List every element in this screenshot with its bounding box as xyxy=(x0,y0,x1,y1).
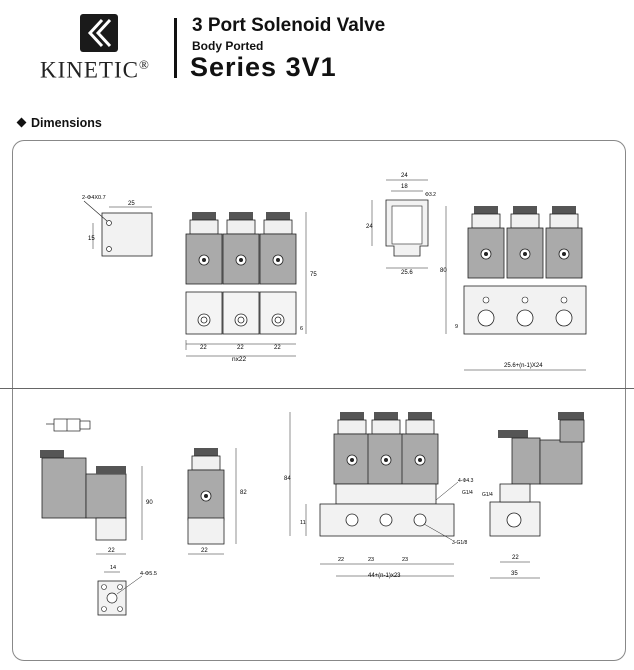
single-side-height: 90 xyxy=(146,500,153,506)
chevron-logo-icon xyxy=(87,18,112,48)
manifold-side-drawing xyxy=(445,205,587,371)
manifold-pitch-2: 22 xyxy=(237,345,244,351)
single-front-width: 22 xyxy=(201,548,208,554)
end-view-hole: Φ3.2 xyxy=(425,192,436,198)
page-title: 3 Port Solenoid Valve xyxy=(192,15,386,36)
manifold-pitch-3: 22 xyxy=(274,345,281,351)
end-view-drawing xyxy=(371,179,429,269)
end-view-height: 24 xyxy=(366,224,373,230)
manifold-side-height: 80 xyxy=(440,268,447,274)
manifold-side-offset: 9 xyxy=(455,324,458,330)
manifold-bottom-port-1: G1/4 xyxy=(462,490,473,496)
bracket-height-label: 15 xyxy=(88,236,95,242)
header-divider xyxy=(174,18,177,78)
end-view-base-width: 25.6 xyxy=(401,270,413,276)
end-view-inner-width: 18 xyxy=(401,184,408,190)
manifold-bottom-hole-top: 4-Φ4.3 xyxy=(458,478,474,484)
dimensions-panel-bottom xyxy=(12,388,626,661)
side-view-width-2: 35 xyxy=(511,571,518,577)
section-heading: Dimensions xyxy=(16,116,102,130)
single-front-height: 82 xyxy=(240,490,247,496)
manifold-bottom-drawing xyxy=(289,411,459,577)
manifold-front-drawing xyxy=(185,211,307,357)
brand-logo-icon xyxy=(80,14,118,52)
dimensions-panel-top xyxy=(12,140,626,388)
bracket-width-label: 25 xyxy=(128,201,135,207)
panel-divider xyxy=(0,388,634,389)
flange-hole: 4-Φ5.5 xyxy=(140,571,157,577)
page-subtitle: Body Ported xyxy=(192,39,264,53)
manifold-overall-width: nx22 xyxy=(232,356,246,363)
manifold-port-offset: 6 xyxy=(300,326,303,332)
manifold-bottom-height: 84 xyxy=(284,476,291,482)
bracket-drawing xyxy=(83,200,153,257)
single-valve-side-drawing xyxy=(40,450,143,555)
manifold-bottom-pitch-1: 22 xyxy=(338,557,344,563)
manifold-pitch-1: 22 xyxy=(200,345,207,351)
end-view-top-width: 24 xyxy=(401,173,408,179)
series-title: Series 3V1 xyxy=(190,52,337,82)
side-view-width-1: 22 xyxy=(512,555,519,561)
manifold-bottom-pitch-2: 23 xyxy=(368,557,374,563)
manifold-bottom-port-2: 3-G1/8 xyxy=(452,540,468,546)
manifold-bottom-pitch-3: 23 xyxy=(402,557,408,563)
manifold-height: 75 xyxy=(310,272,317,278)
manifold-side-overall: 25.6+(n-1)X24 xyxy=(504,363,543,369)
flange-drawing xyxy=(97,571,143,616)
side-view-port: G1/4 xyxy=(482,492,493,498)
manifold-bottom-base: 11 xyxy=(300,520,306,526)
flange-width: 14 xyxy=(110,565,116,571)
single-side-width: 22 xyxy=(108,548,115,554)
brand-name: KINETIC® xyxy=(40,57,150,83)
bracket-hole-label: 2-Φ4X0.7 xyxy=(82,195,106,201)
single-valve-front-drawing xyxy=(187,447,237,555)
side-view-drawing xyxy=(489,412,585,579)
manifold-bottom-overall: 44+(n-1)x23 xyxy=(368,573,401,579)
valve-symbol-icon xyxy=(46,418,91,432)
